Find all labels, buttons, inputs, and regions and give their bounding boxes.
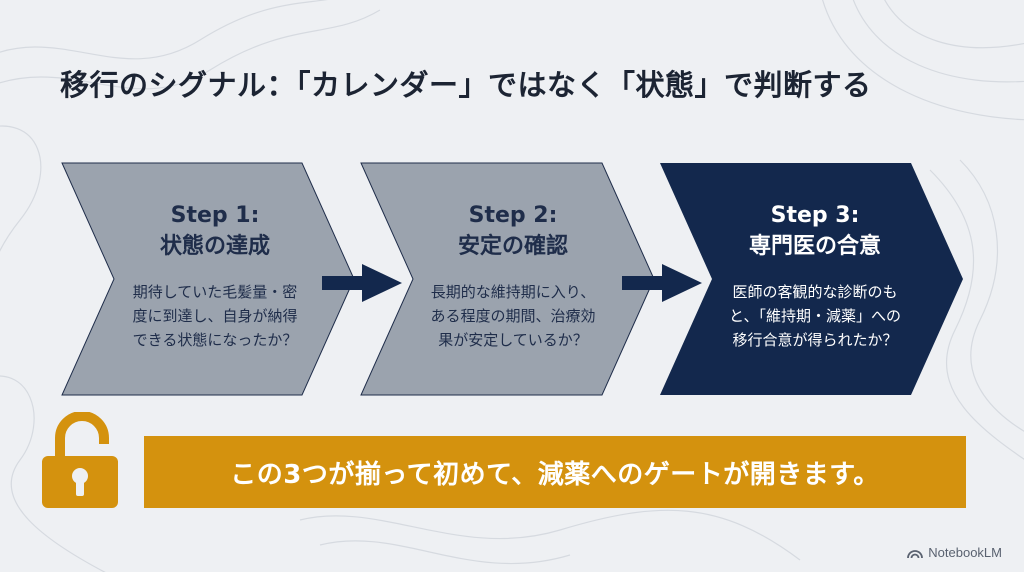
step-1-chevron xyxy=(61,162,355,396)
brand-label: NotebookLM xyxy=(928,545,1002,560)
step-1: Step 1: 状態の達成 期待していた毛髪量・密 度に到達し、自身が納得 でき… xyxy=(100,200,330,352)
step-3-description: 医師の客観的な診断のも と、「維持期・減薬」への 移行合意が得られたか？ xyxy=(729,283,901,349)
page-title: 移行のシグナル：「カレンダー」ではなく「状態」で判断する xyxy=(60,68,872,102)
step-1-label: Step 1: xyxy=(170,203,260,228)
step-2-label: Step 2: xyxy=(468,203,558,228)
step-3-chevron xyxy=(660,163,963,395)
conclusion-text: この3つが揃って初めて、減薬へのゲートが開きます。 xyxy=(230,459,880,490)
unlocked-padlock-icon xyxy=(42,412,118,508)
step-1-title: 状態の達成 xyxy=(159,234,270,259)
step-3-label: Step 3: xyxy=(770,203,860,228)
step-2: Step 2: 安定の確認 長期的な維持期に入り、 ある程度の期間、治療効 果が… xyxy=(398,200,628,352)
notebooklm-logo-icon xyxy=(907,549,924,558)
brand-watermark: NotebookLM xyxy=(907,545,1002,560)
right-arrow-icon xyxy=(322,264,402,302)
step-2-title: 安定の確認 xyxy=(457,234,568,259)
step-3: Step 3: 専門医の合意 医師の客観的な診断のも と、「維持期・減薬」への … xyxy=(700,200,930,352)
conclusion-banner: この3つが揃って初めて、減薬へのゲートが開きます。 xyxy=(144,436,966,508)
step-1-description: 期待していた毛髪量・密 度に到達し、自身が納得 できる状態になったか？ xyxy=(132,283,298,349)
right-arrow-icon xyxy=(622,264,702,302)
step-2-chevron xyxy=(360,162,655,396)
step-3-title: 専門医の合意 xyxy=(748,234,881,259)
step-2-description: 長期的な維持期に入り、 ある程度の期間、治療効 果が安定しているか？ xyxy=(430,283,596,349)
